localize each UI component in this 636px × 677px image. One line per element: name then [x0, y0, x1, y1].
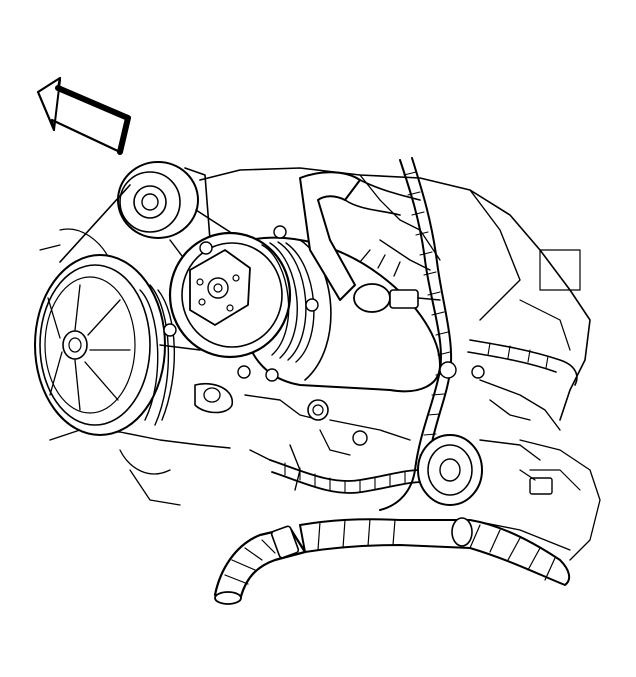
engine-block-outline — [39, 167, 601, 561]
crankshaft-balancer-pulley — [34, 254, 175, 436]
ac-compressor — [163, 225, 441, 446]
front-of-vehicle-arrow-icon — [36, 76, 131, 155]
small-pulley — [417, 434, 541, 506]
refrigerant-hose-assembly — [299, 171, 441, 313]
misc-hardware — [129, 361, 485, 506]
coolant-hose — [213, 517, 571, 605]
drive-belt — [59, 184, 231, 351]
